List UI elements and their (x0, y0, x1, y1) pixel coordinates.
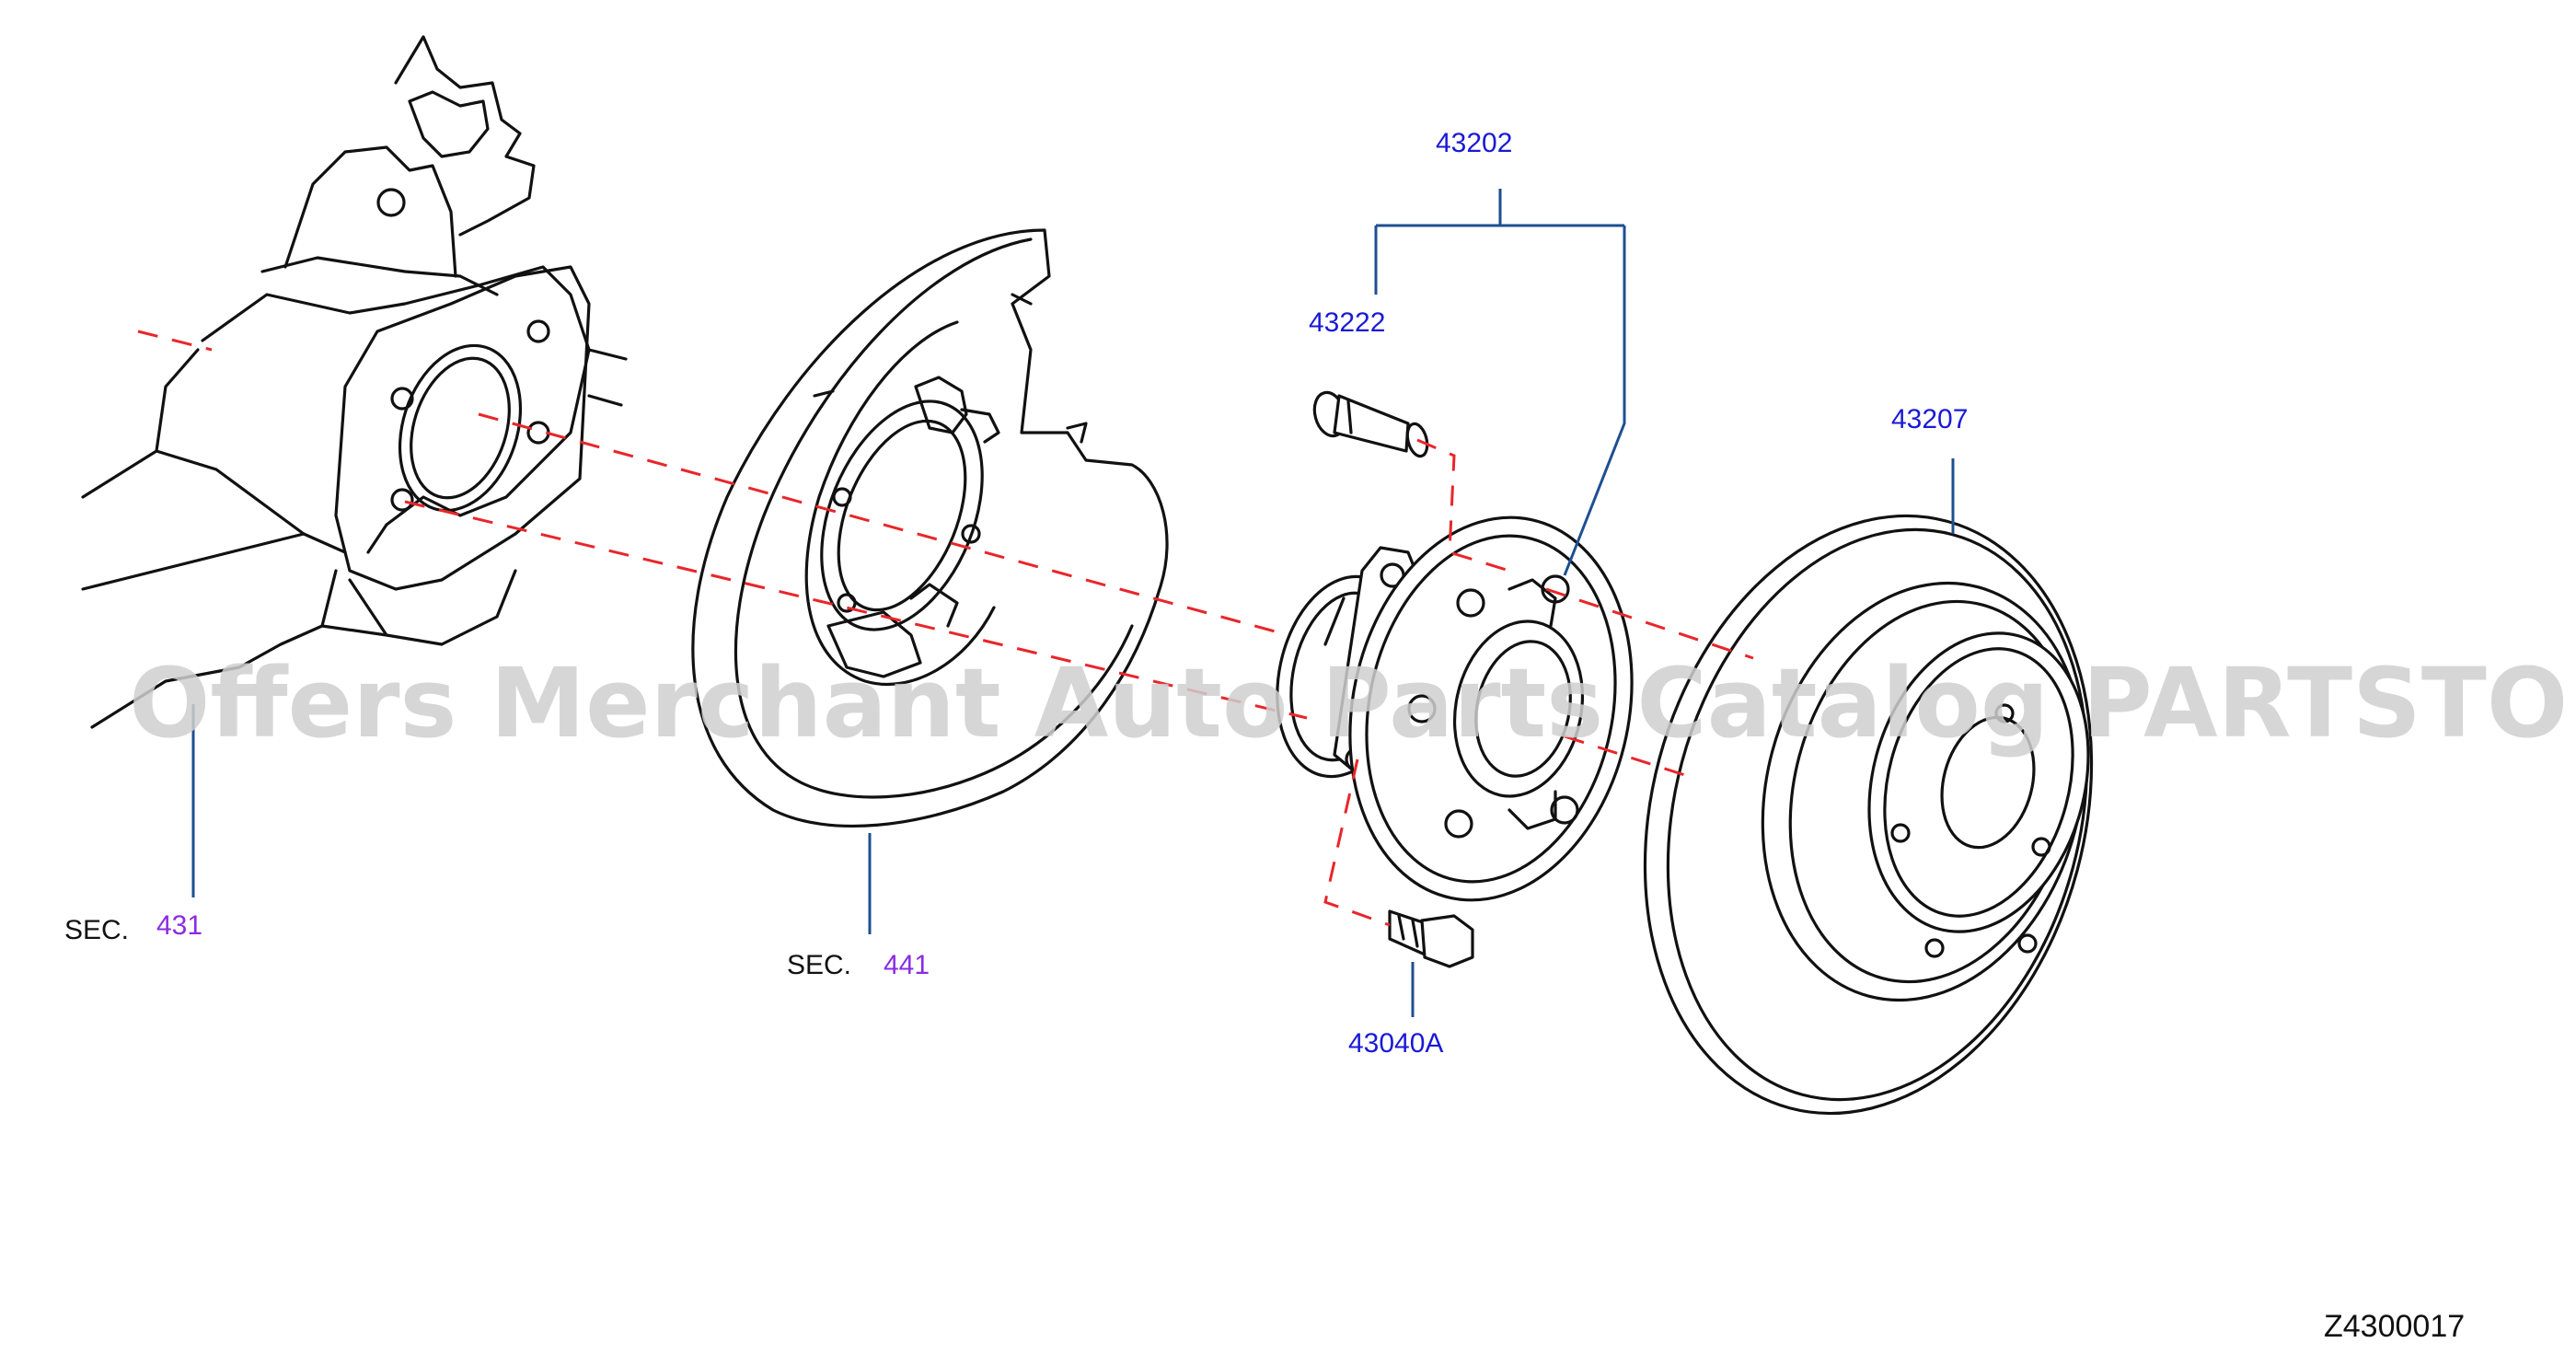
leader-lines (191, 189, 1955, 1017)
alignment-center-lines (137, 330, 1754, 927)
part-43202-label: 43202 (1436, 128, 1512, 158)
hub-mounting-bolt (1388, 909, 1474, 968)
figure-code: Z4300017 (2324, 1309, 2465, 1344)
part-43207-label: 43207 (1891, 404, 1968, 434)
callout-labels: SEC. 431 SEC. 441 43202 43222 43207 4304… (64, 128, 1968, 1059)
backing-plate (691, 228, 1169, 828)
sec-441-prefix: SEC. (787, 950, 851, 980)
brake-disc-rotor (1643, 514, 2094, 1116)
sec-431-prefix: SEC. (64, 915, 129, 945)
sec-431-number: 431 (156, 910, 202, 941)
sec-441-number: 441 (884, 950, 930, 980)
hub-bearing-assembly (1276, 515, 1634, 902)
part-43040a-label: 43040A (1348, 1028, 1443, 1059)
knuckle-assembly (81, 35, 628, 729)
watermark-text: Offers Merchant Auto Parts Catalog PARTS… (129, 647, 2576, 759)
hub-bolt (1312, 390, 1429, 458)
part-43222-label: 43222 (1309, 307, 1385, 338)
